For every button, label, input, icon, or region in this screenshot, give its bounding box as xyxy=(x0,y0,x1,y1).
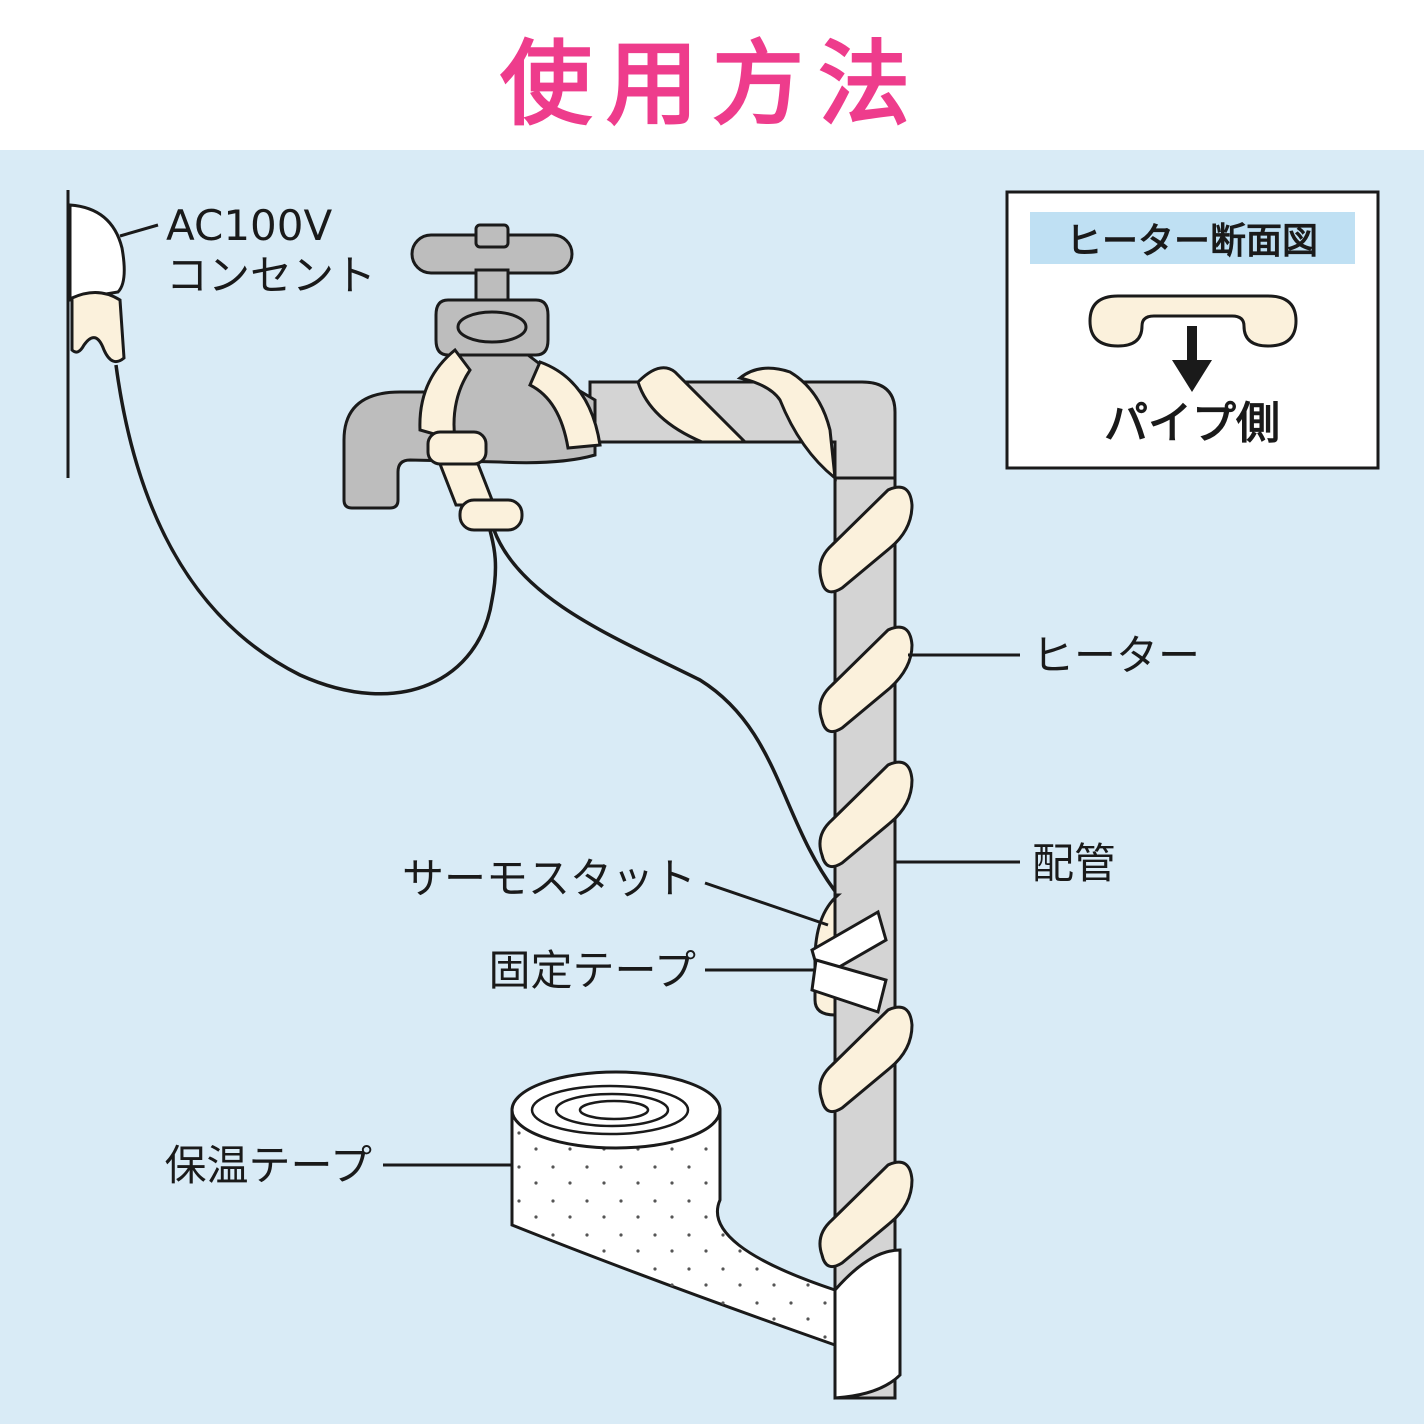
cross-section-header xyxy=(1030,212,1355,264)
label-outlet-line2: コンセント xyxy=(166,251,376,300)
insulation-tape-roll xyxy=(510,1070,902,1400)
label-fixing-tape: 固定テープ xyxy=(489,946,696,995)
heater-section-shape xyxy=(1088,294,1298,348)
fixing-tape xyxy=(810,909,888,1014)
page-title: 使用方法 xyxy=(499,31,924,138)
heater-spiral xyxy=(818,485,914,1269)
label-pipe: 配管 xyxy=(1032,839,1116,888)
cross-section-title: ヒーター断面図 xyxy=(1066,221,1318,262)
diagram-panel: AC100V コンセント ヒーター 配管 サーモスタット 固定テープ 保温テープ… xyxy=(0,150,1424,1424)
arrow-head-icon xyxy=(1172,360,1212,392)
outlet-icon xyxy=(68,203,126,364)
leader-lines xyxy=(119,223,1020,1167)
cross-section-caption: パイプ側 xyxy=(1104,398,1280,449)
cross-section-box: ヒーター断面図 パイプ側 xyxy=(1005,190,1380,470)
label-outlet-line1: AC100V xyxy=(166,201,332,250)
power-cable xyxy=(114,364,498,696)
heater-horizontal xyxy=(418,347,837,482)
label-heater: ヒーター xyxy=(1032,631,1200,680)
label-thermostat: サーモスタット xyxy=(402,854,696,903)
plug-icon xyxy=(426,430,524,532)
thermostat-cable xyxy=(492,529,840,897)
label-insulation-tape: 保温テープ xyxy=(165,1141,372,1190)
